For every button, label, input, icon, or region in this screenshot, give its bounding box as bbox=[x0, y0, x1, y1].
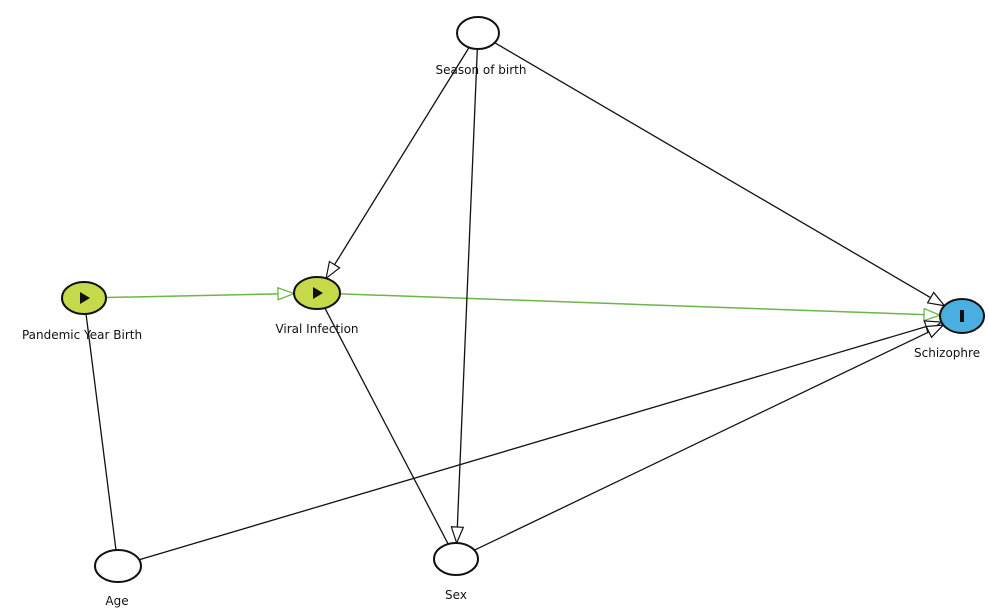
edge-pandemic-to-viral[interactable] bbox=[105, 286, 296, 301]
node-sex[interactable] bbox=[433, 542, 479, 576]
arrowhead-icon bbox=[925, 324, 945, 339]
edge-season-to-viral[interactable] bbox=[325, 47, 470, 280]
node-viral[interactable] bbox=[293, 276, 341, 310]
node-label-season: Season of birth bbox=[436, 63, 527, 77]
outcome-bar-icon bbox=[960, 310, 964, 322]
arrowhead-icon bbox=[277, 286, 296, 301]
node-label-sex: Sex bbox=[445, 588, 467, 602]
node-season[interactable] bbox=[456, 16, 500, 50]
edge-season-to-sex[interactable] bbox=[450, 48, 478, 545]
node-label-schizo: Schizophre bbox=[914, 346, 980, 360]
play-icon bbox=[313, 287, 323, 299]
node-age[interactable] bbox=[94, 549, 142, 583]
edge-viral-to-schizo[interactable] bbox=[339, 293, 942, 322]
node-pandemic[interactable] bbox=[61, 281, 107, 315]
edge-season-to-schizo[interactable] bbox=[494, 42, 946, 307]
arrowhead-icon bbox=[923, 307, 942, 322]
edge-viral-to-sex[interactable] bbox=[324, 307, 449, 545]
edges-layer bbox=[85, 42, 946, 561]
edge-pandemic-to-age[interactable] bbox=[85, 313, 117, 551]
node-label-pandemic: Pandemic Year Birth bbox=[22, 328, 142, 342]
edge-sex-to-schizo[interactable] bbox=[474, 324, 945, 551]
node-schizo[interactable] bbox=[939, 298, 985, 334]
node-label-viral: Viral Infection bbox=[275, 322, 358, 336]
node-label-age: Age bbox=[105, 594, 128, 608]
play-icon bbox=[80, 292, 90, 304]
arrowhead-icon bbox=[325, 260, 341, 280]
nodes-layer bbox=[61, 16, 985, 583]
edge-age-to-schizo[interactable] bbox=[138, 320, 944, 561]
arrowhead-icon bbox=[450, 526, 465, 545]
arrowhead-icon bbox=[926, 291, 946, 307]
